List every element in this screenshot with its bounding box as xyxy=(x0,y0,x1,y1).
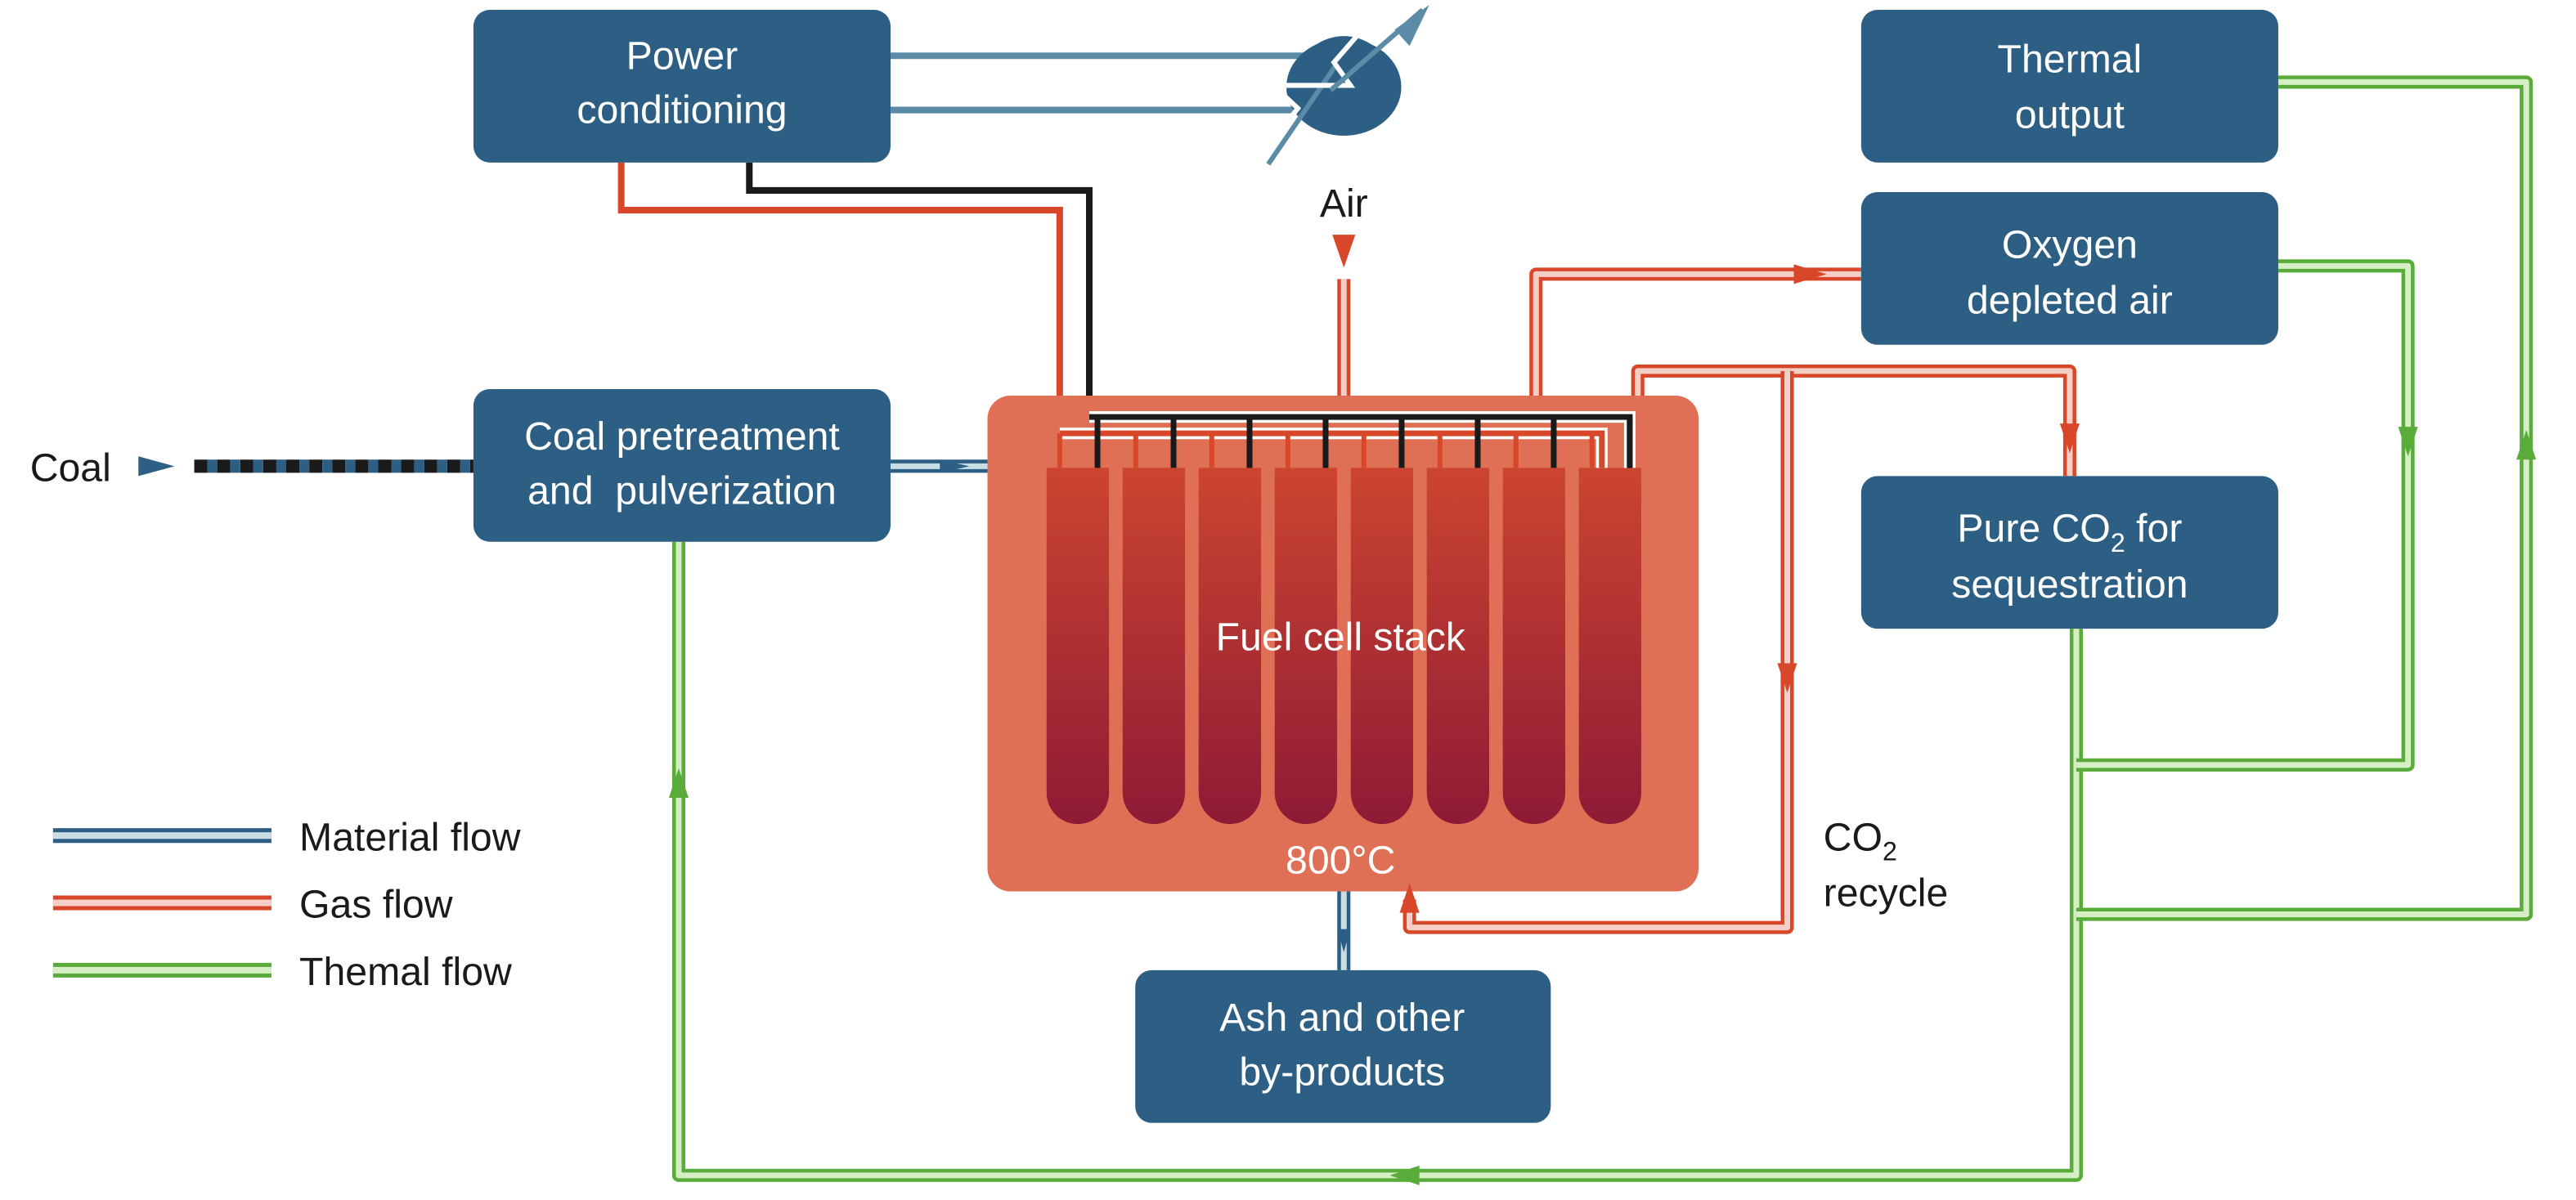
fuel-cell-tube xyxy=(1198,468,1262,825)
stack-busbars xyxy=(1057,411,1636,468)
box-label: Power xyxy=(626,34,738,78)
fuel-cell-tube xyxy=(1046,468,1110,825)
fuel-cell-tubes xyxy=(1046,468,1641,825)
ash-box: Ash and other by-products xyxy=(1135,969,1551,1123)
coal-arrow-icon xyxy=(138,456,175,477)
flow-line-inner xyxy=(1407,370,1791,931)
flow-line-inner xyxy=(1533,271,1861,396)
box-label: sequestration xyxy=(1951,562,2188,607)
co2-recycle-label: CO2 xyxy=(1824,815,1897,866)
box-label: conditioning xyxy=(577,88,787,132)
gas-to-co2-sequestration xyxy=(1631,364,2076,477)
box-label: output xyxy=(2015,93,2125,137)
pure-co2-box: Pure CO2 for sequestration xyxy=(1860,476,2278,629)
fuel-cell-tube xyxy=(1274,468,1338,825)
arrow-icon xyxy=(2398,427,2418,457)
fuel-cell-tube xyxy=(1350,468,1414,825)
flow-line-inner xyxy=(2076,262,2412,768)
arrow-icon xyxy=(2516,430,2537,460)
power-conditioning-box: Power conditioning xyxy=(473,10,891,163)
box-label: and pulverization xyxy=(527,469,837,513)
oxygen-depleted-air-box: Oxygen depleted air xyxy=(1860,191,2278,345)
arrow-icon xyxy=(1777,663,1797,693)
fuel-cell-tube xyxy=(1426,468,1490,825)
thermal-output-box: Thermal output xyxy=(1860,10,2278,163)
box-label: by-products xyxy=(1239,1050,1445,1094)
flow-line-inner xyxy=(1635,368,2073,477)
box-label: depleted air xyxy=(1967,279,2173,323)
fuel-cell-tube xyxy=(1122,468,1186,825)
legend-label: Themal flow xyxy=(299,950,512,994)
arrow-icon xyxy=(940,459,970,473)
power-red-wire xyxy=(617,162,1063,468)
fuel-cell-tube xyxy=(1502,468,1565,825)
arrow-icon xyxy=(1399,883,1420,913)
box-label: Coal pretreatment xyxy=(524,414,840,459)
air-label: Air xyxy=(1320,181,1368,226)
heat-exchanger-icon xyxy=(1266,0,1429,166)
legend-label: Gas flow xyxy=(299,883,453,927)
box-label: Ash and other xyxy=(1219,996,1465,1040)
power-black-wire xyxy=(746,162,1093,468)
box-label: Pure CO2 for xyxy=(1957,507,2182,557)
air-arrow-icon xyxy=(1332,235,1356,268)
coal-pretreatment-box: Coal pretreatment and pulverization xyxy=(473,388,891,542)
red-bus xyxy=(1059,430,1605,468)
box-label: Thermal xyxy=(1998,37,2143,81)
coal-label: Coal xyxy=(30,446,111,490)
arrow-icon xyxy=(2059,423,2080,454)
stack-temperature: 800°C xyxy=(1286,838,1395,882)
flow-line-inner xyxy=(675,541,2080,1179)
co2-recycle-label-2: recycle xyxy=(1824,871,1949,916)
arrow-icon xyxy=(668,768,689,798)
power-to-heat-exchanger-lines xyxy=(891,52,1315,114)
arrow-icon xyxy=(1389,1165,1420,1185)
fuel-cell-tube xyxy=(1578,468,1641,825)
legend-label: Material flow xyxy=(299,815,521,859)
stack-label: Fuel cell stack xyxy=(1216,615,1466,659)
arrow-icon xyxy=(1793,264,1827,284)
arrow-icon xyxy=(1337,929,1351,952)
box-label: Oxygen xyxy=(2002,222,2138,266)
flow-arrows xyxy=(668,264,2537,1185)
flow-line-inner xyxy=(2076,78,2529,918)
